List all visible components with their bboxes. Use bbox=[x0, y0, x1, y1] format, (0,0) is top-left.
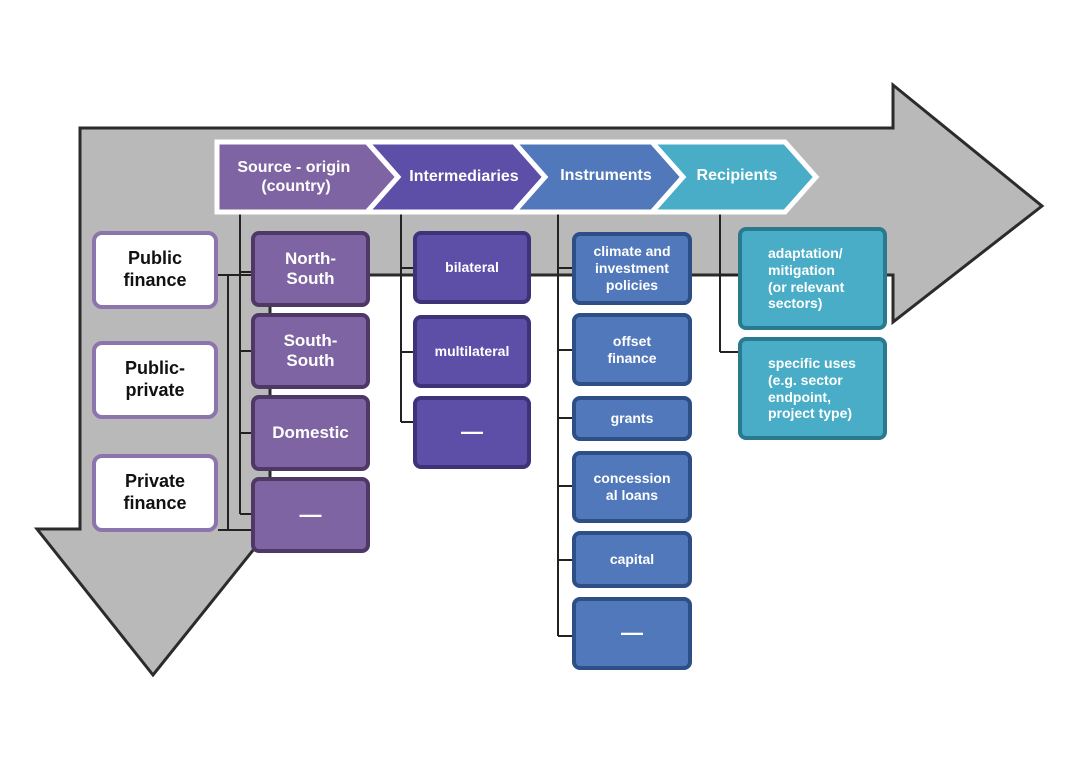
stage-label-intermediaries: Intermediaries bbox=[409, 168, 518, 185]
instrument-other: — bbox=[572, 597, 692, 670]
source-connector bbox=[239, 214, 255, 515]
instrument-concessional-loans: concession al loans bbox=[572, 451, 692, 523]
finance-type-private: Private finance bbox=[92, 454, 218, 532]
source-south-south: South- South bbox=[251, 313, 370, 389]
finance-type-public: Public finance bbox=[92, 231, 218, 309]
source-label: Domestic bbox=[272, 422, 349, 442]
instrument-label: — bbox=[621, 620, 643, 646]
recipient-label: adaptation/ mitigation (or relevant sect… bbox=[768, 244, 845, 312]
recipient-adaptation-mitigation: adaptation/ mitigation (or relevant sect… bbox=[738, 227, 887, 330]
source-north-south: North- South bbox=[251, 231, 370, 307]
source-domestic: Domestic bbox=[251, 395, 370, 471]
source-label: South- South bbox=[283, 330, 338, 370]
stage-chevron-source bbox=[214, 139, 402, 215]
finance-bracket-line bbox=[218, 274, 255, 531]
instrument-offset-finance: offset finance bbox=[572, 313, 692, 386]
finance-type-label: Public- private bbox=[124, 358, 185, 400]
instrument-grants: grants bbox=[572, 396, 692, 441]
recipient-label: specific uses (e.g. sector endpoint, pro… bbox=[768, 354, 856, 422]
instrument-label: climate and investment policies bbox=[593, 243, 671, 293]
stage-label-instruments: Instruments bbox=[560, 167, 652, 184]
source-other: — bbox=[251, 477, 370, 553]
intermediary-other: — bbox=[413, 396, 531, 469]
instrument-label: grants bbox=[610, 410, 654, 427]
finance-type-label: Public finance bbox=[123, 248, 187, 290]
instrument-label: capital bbox=[609, 551, 655, 568]
intermediary-label: — bbox=[461, 419, 483, 445]
instrument-climate-policies: climate and investment policies bbox=[572, 232, 692, 305]
finance-type-public-private: Public- private bbox=[92, 341, 218, 419]
intermediary-multilateral: multilateral bbox=[413, 315, 531, 388]
instruments-connector bbox=[557, 214, 576, 637]
source-label: North- South bbox=[285, 248, 336, 288]
intermediary-label: bilateral bbox=[445, 259, 499, 276]
instrument-capital: capital bbox=[572, 531, 692, 588]
instrument-label: offset finance bbox=[607, 332, 657, 366]
intermediary-bilateral: bilateral bbox=[413, 231, 531, 304]
intermediary-label: multilateral bbox=[434, 343, 510, 360]
stage-label-source: Source - origin (country) bbox=[237, 159, 354, 195]
stage-label-recipients: Recipients bbox=[697, 167, 778, 184]
intermediaries-connector bbox=[400, 214, 417, 423]
finance-type-label: Private finance bbox=[123, 471, 187, 513]
source-label: — bbox=[299, 501, 322, 527]
instrument-label: concession al loans bbox=[593, 470, 671, 503]
stage-chevron-recipients bbox=[646, 139, 820, 215]
recipient-specific-uses: specific uses (e.g. sector endpoint, pro… bbox=[738, 337, 887, 440]
